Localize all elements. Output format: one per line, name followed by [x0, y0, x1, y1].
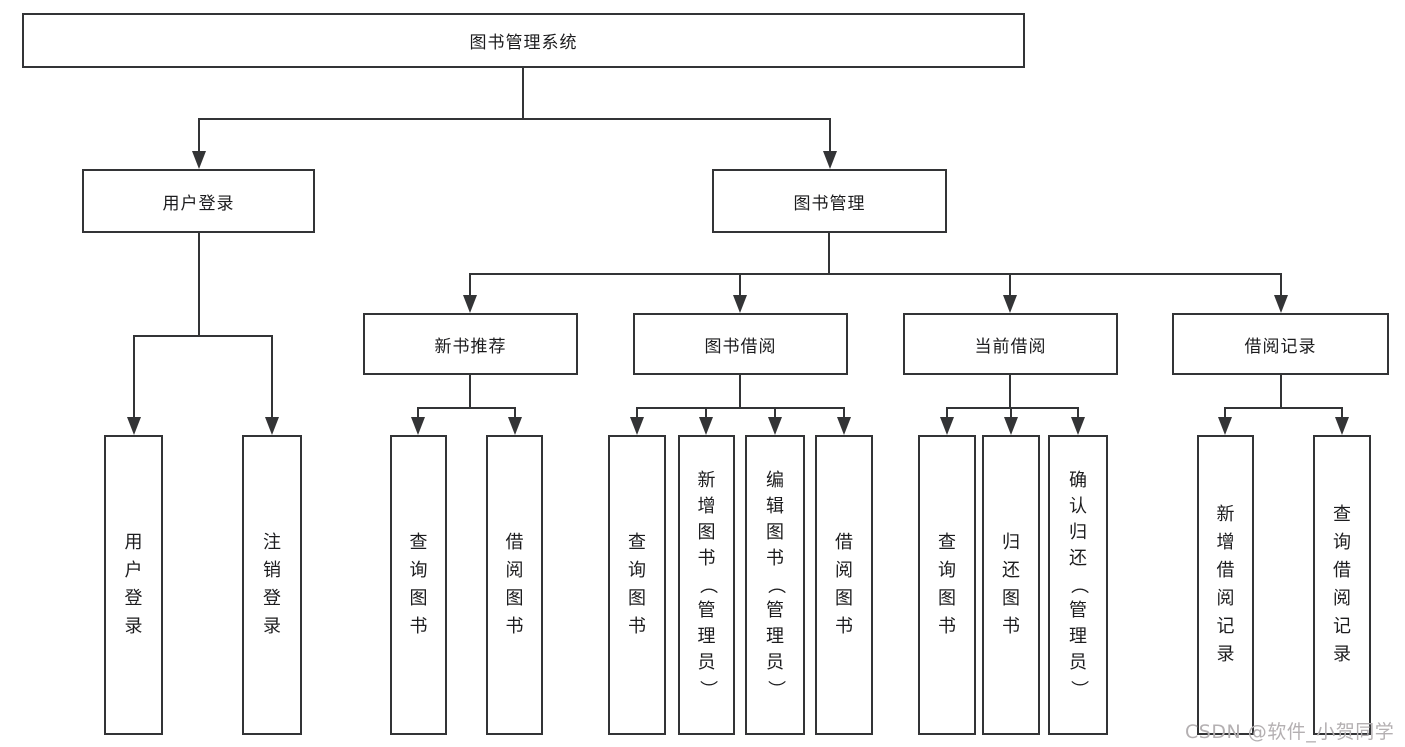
node-book-management-label: 图书管理: [793, 193, 866, 214]
connector-line: [1009, 273, 1011, 299]
leaf-user-login: 用户登录: [104, 435, 163, 735]
leaf-borrow-books: 借阅图书: [815, 435, 873, 735]
leaf-query-books-recommend: 查询图书: [390, 435, 447, 735]
arrow-down-icon: [630, 417, 644, 435]
connector-line: [705, 407, 707, 421]
connector-line: [198, 118, 831, 120]
connector-line: [198, 118, 200, 154]
arrow-down-icon: [699, 417, 713, 435]
connector-line: [271, 335, 273, 419]
connector-line: [636, 407, 638, 421]
csdn-watermark: CSDN @软件_小贺同学: [1185, 721, 1395, 743]
connector-line: [133, 335, 273, 337]
arrow-down-icon: [823, 151, 837, 169]
arrow-down-icon: [768, 417, 782, 435]
arrow-down-icon: [265, 417, 279, 435]
connector-line: [514, 407, 516, 421]
leaf-return-books: 归还图书: [982, 435, 1040, 735]
connector-line: [417, 407, 419, 421]
connector-line: [417, 407, 516, 409]
connector-line: [636, 407, 845, 409]
connector-line: [1009, 375, 1011, 409]
node-user-login-label: 用户登录: [162, 193, 235, 214]
connector-line: [1280, 273, 1282, 299]
connector-line: [198, 233, 200, 337]
node-book-management: 图书管理: [712, 169, 947, 233]
node-current-borrowing-label: 当前借阅: [974, 336, 1047, 357]
connector-line: [469, 273, 1282, 275]
leaf-add-books-admin: 新增图书（管理员）: [678, 435, 735, 735]
node-library-system: 图书管理系统: [22, 13, 1025, 68]
connector-line: [469, 273, 471, 299]
connector-line: [739, 375, 741, 409]
node-current-borrowing: 当前借阅: [903, 313, 1118, 375]
leaf-edit-books-admin: 编辑图书（管理员）: [745, 435, 805, 735]
connector-line: [469, 375, 471, 409]
leaf-query-borrow-record: 查询借阅记录: [1313, 435, 1371, 735]
arrow-down-icon: [127, 417, 141, 435]
arrow-down-icon: [1218, 417, 1232, 435]
node-user-login: 用户登录: [82, 169, 315, 233]
leaf-add-borrow-record: 新增借阅记录: [1197, 435, 1254, 735]
arrow-down-icon: [1004, 417, 1018, 435]
node-new-book-recommend-label: 新书推荐: [434, 336, 507, 357]
arrow-down-icon: [463, 295, 477, 313]
leaf-query-books-borrowing: 查询图书: [608, 435, 666, 735]
arrow-down-icon: [1335, 417, 1349, 435]
connector-line: [1077, 407, 1079, 421]
arrow-down-icon: [837, 417, 851, 435]
arrow-down-icon: [192, 151, 206, 169]
connector-line: [843, 407, 845, 421]
connector-line: [1280, 375, 1282, 409]
connector-line: [946, 407, 948, 421]
leaf-logout: 注销登录: [242, 435, 302, 735]
connector-line: [1010, 407, 1012, 421]
leaf-query-books-current: 查询图书: [918, 435, 976, 735]
node-borrow-records: 借阅记录: [1172, 313, 1389, 375]
node-new-book-recommend: 新书推荐: [363, 313, 578, 375]
connector-line: [1341, 407, 1343, 421]
node-book-borrowing: 图书借阅: [633, 313, 848, 375]
arrow-down-icon: [508, 417, 522, 435]
node-book-borrowing-label: 图书借阅: [704, 336, 777, 357]
node-borrow-records-label: 借阅记录: [1244, 336, 1317, 357]
connector-line: [1224, 407, 1226, 421]
connector-line: [829, 118, 831, 154]
arrow-down-icon: [1071, 417, 1085, 435]
leaf-borrow-books-recommend: 借阅图书: [486, 435, 543, 735]
connector-line: [133, 335, 135, 419]
arrow-down-icon: [1274, 295, 1288, 313]
connector-line: [1224, 407, 1343, 409]
arrow-down-icon: [411, 417, 425, 435]
arrow-down-icon: [1003, 295, 1017, 313]
arrow-down-icon: [733, 295, 747, 313]
connector-line: [828, 233, 830, 275]
leaf-confirm-return-admin: 确认归还（管理员）: [1048, 435, 1108, 735]
connector-line: [774, 407, 776, 421]
node-library-system-label: 图书管理系统: [469, 33, 578, 53]
connector-line: [946, 407, 1079, 409]
connector-line: [522, 68, 524, 120]
arrow-down-icon: [940, 417, 954, 435]
connector-line: [739, 273, 741, 299]
